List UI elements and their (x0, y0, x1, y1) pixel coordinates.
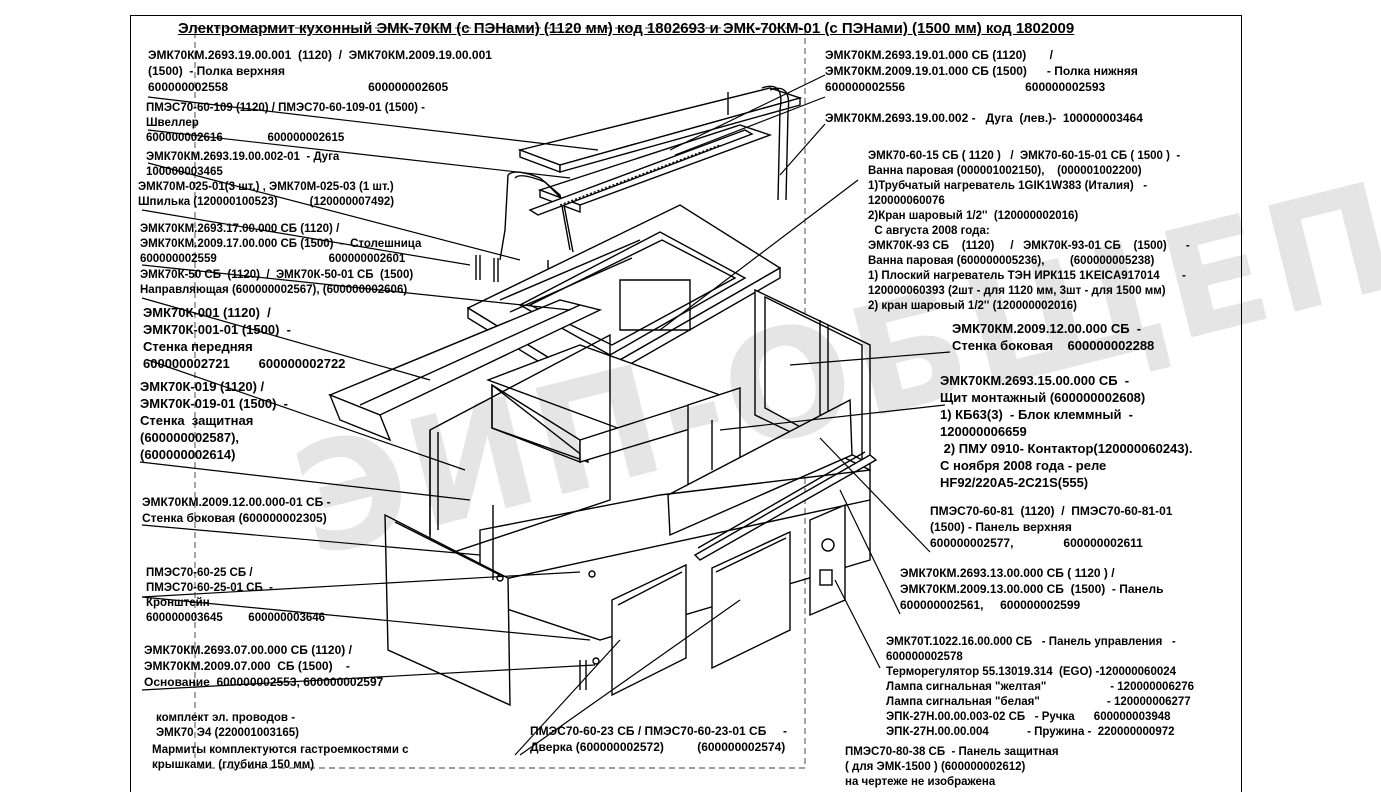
label-panel: ЭМК70КМ.2693.13.00.000 СБ ( 1120 ) /ЭМК7… (900, 566, 1164, 612)
channel-part (528, 129, 754, 216)
label-protect-panel: ПМЭС70-80-38 СБ - Панель защитная( для Э… (845, 746, 1059, 788)
guide-rail-part (328, 299, 603, 442)
label-side-wall-right: ЭМК70КМ.2009.12.00.000 СБ -Стенка бокова… (952, 321, 1155, 353)
label-shelf-top: ЭМК70КМ.2693.19.00.001 (1120) / ЭМК70КМ.… (148, 48, 492, 94)
label-table-top: ЭМК70КМ.2693.17.00.000 СБ (1120) /ЭМК70К… (140, 223, 422, 265)
top-panel-part (667, 398, 853, 537)
label-steam-bath: ЭМК70-60-15 СБ ( 1120 ) / ЭМК70-60-15-01… (868, 150, 1190, 312)
label-bracket: ПМЭС70-60-25 СБ /ПМЭС70-60-25-01 СБ -Кро… (146, 567, 326, 624)
label-arc-left: ЭМК70КМ.2693.19.00.002 - Дуга (лев.)- 10… (825, 111, 1143, 125)
label-base: ЭМК70КМ.2693.07.00.000 СБ (1120) /ЭМК70К… (144, 643, 384, 689)
drawing-title: Электромармит кухонный ЭМК-70КМ (с ПЭНам… (178, 20, 1075, 37)
label-protect-wall: ЭМК70К-019 (1120) /ЭМК70К-019-01 (1500) … (140, 379, 288, 462)
label-mount-panel: ЭМК70КМ.2693.15.00.000 СБ -Щит монтажный… (940, 373, 1193, 490)
label-guide: ЭМК70К-50 СБ (1120) / ЭМК70К-50-01 СБ (1… (140, 269, 414, 296)
front-wall-part (429, 333, 611, 561)
door-right-part (711, 530, 791, 670)
label-control-panel: ЭМК70Т.1022.16.00.000 СБ - Панель управл… (886, 636, 1195, 738)
studs-part (475, 255, 549, 282)
label-door: ПМЭС70-60-23 СБ / ПМЭС70-60-23-01 СБ -Дв… (530, 724, 787, 754)
drawing-frame (130, 15, 1242, 792)
control-panel-part (809, 503, 846, 617)
label-front-wall: ЭМК70К-001 (1120) /ЭМК70К-001-01 (1500) … (143, 305, 346, 371)
panel-rail-part (693, 451, 878, 561)
door-left-part (611, 563, 687, 697)
leader-lines (139, 74, 951, 756)
label-channel: ПМЭС70-60-109 (1120) / ПМЭС70-60-109-01 … (146, 102, 425, 144)
left-side-wall-part (384, 505, 511, 707)
label-top-panel: ПМЭС70-60-81 (1120) / ПМЭС70-60-81-01(15… (930, 504, 1173, 550)
label-shelf-bottom: ЭМК70КМ.2693.19.01.000 СБ (1120) /ЭМК70К… (825, 48, 1138, 94)
label-stud: ЭМК70М-025-01(3 шт.) , ЭМК70М-025-03 (1 … (138, 181, 395, 208)
label-side-wall-left: ЭМК70КМ.2009.12.00.000-01 СБ -Стенка бок… (142, 495, 331, 525)
label-wires: комплект эл. проводов -ЭМК70 Э4 (2200010… (156, 712, 299, 739)
